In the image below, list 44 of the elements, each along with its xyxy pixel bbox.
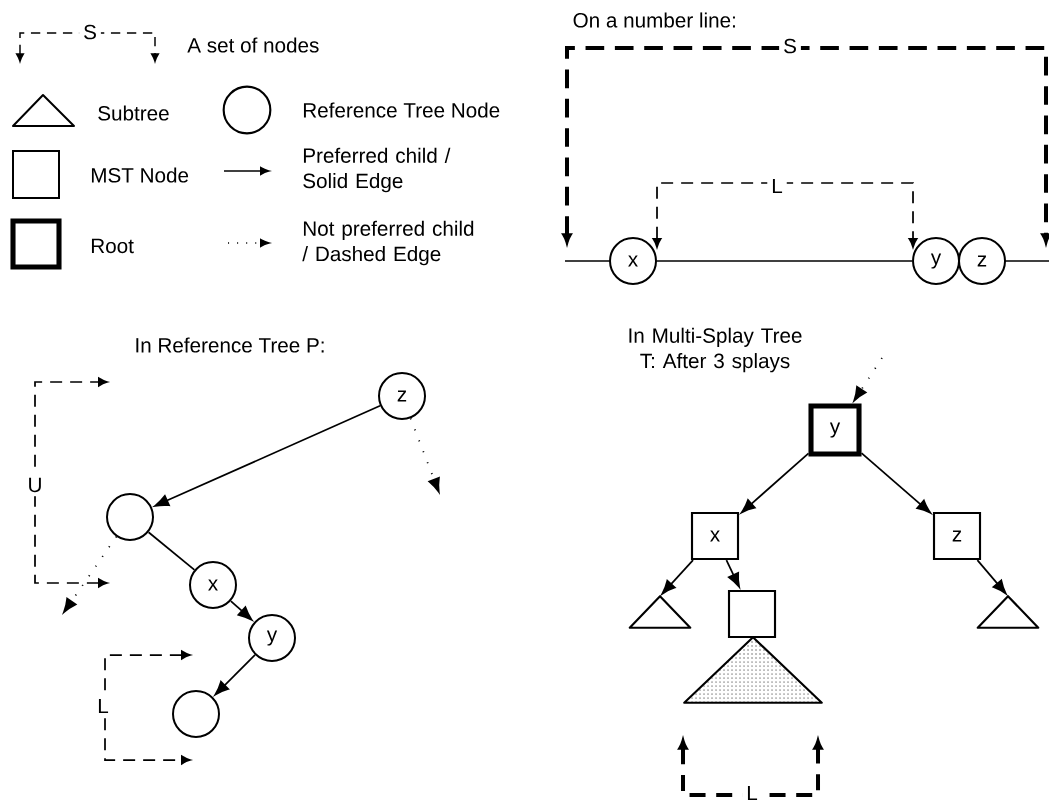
bracket-label: U [23,473,47,497]
circle-node: x [189,561,237,609]
arrow [154,404,381,507]
bracket-label: L [767,174,787,198]
heading: In Multi-Splay Tree T: After 3 splays [629,327,802,373]
heading: In Reference Tree P: [136,337,324,353]
dotted-arrow [409,417,440,493]
legend-label: A set of nodes [187,37,319,53]
arrow [740,452,810,514]
square-node: x [690,511,740,561]
root-square-node: y [808,403,862,457]
bracket-label: L [93,694,113,718]
circle-node: y [912,237,960,285]
line [656,260,913,262]
bracket-label: L [742,781,762,805]
arrow [230,600,253,621]
legend-label: MST Node [91,167,189,183]
dotted-arrow [63,535,118,613]
legend-label: Root [91,238,134,254]
circle-node: x [609,237,657,285]
legend-label: Preferred child / Solid Edge [303,147,451,193]
dotted-arrow [853,357,883,402]
shaded-subtree-triangle [683,636,823,704]
circle-node: y [248,614,296,662]
circle-node: z [378,372,426,420]
heading: On a number line: [573,12,735,28]
subtree-triangle [628,595,692,629]
arrow [976,559,1007,595]
arrow [214,654,256,696]
arrow [725,559,740,588]
legend-label: Reference Tree Node [303,102,500,118]
square-node: z [932,511,982,561]
bracket-label: S [779,34,801,58]
circle-node: z [958,237,1006,285]
bracket-label: S [79,20,101,44]
arrow [860,452,932,514]
line [147,531,196,571]
legend-label: Subtree [98,105,169,121]
circle-node [106,493,154,541]
arrow [661,559,694,595]
legend-label: Not preferred child / Dashed Edge [302,220,474,266]
square-node [727,589,777,639]
circle-node [172,690,220,738]
subtree-triangle [976,595,1040,629]
